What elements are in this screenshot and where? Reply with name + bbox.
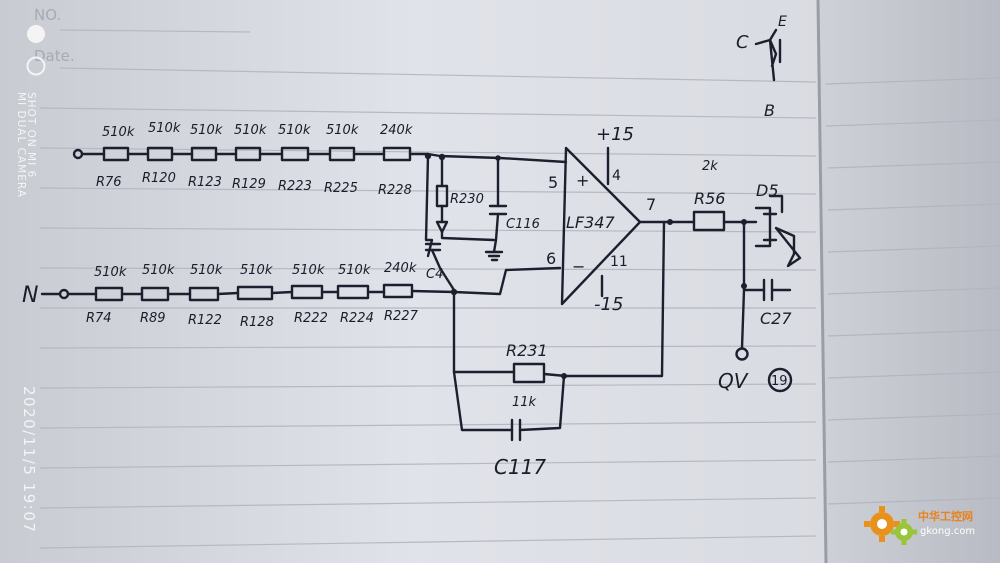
top-name-5: R223 [278, 179, 312, 194]
header-no: NO. [34, 6, 61, 24]
bottom-value-2: 510k [142, 263, 175, 278]
transistor-b-label: B [764, 101, 775, 120]
c116-label: C116 [506, 217, 540, 232]
opamp-supply-pos: +15 [596, 124, 634, 145]
opamp-plus-sign: + [576, 171, 589, 190]
top-name-7: R228 [378, 183, 412, 198]
top-resistor-names: R76 R120 R123 R129 R223 R225 R228 [96, 171, 412, 198]
bottom-resistor-names: R74 R89 R122 R128 R222 R224 R227 [86, 309, 419, 330]
opamp-pin-plus: 5 [548, 173, 558, 192]
c4-label: C4 [426, 267, 443, 282]
bottom-value-3: 510k [190, 263, 223, 278]
bottom-value-6: 510k [338, 263, 371, 278]
r231-value: 11k [512, 395, 537, 410]
qv-output-label: QV [718, 369, 749, 393]
top-resistor-values: 510k 510k 510k 510k 510k 510k 240k [102, 121, 413, 140]
r231-label: R231 [506, 341, 548, 360]
r230-label: R230 [450, 192, 484, 207]
r56-value: 2k [702, 159, 718, 174]
camera-line-2: MI DUAL CAMERA [15, 92, 27, 198]
bottom-name-5: R222 [294, 311, 328, 326]
top-value-1: 510k [102, 125, 135, 140]
circuit-schematic: 510k 510k 510k 510k 510k 510k 240k R76 R… [22, 14, 802, 479]
bottom-value-5: 510k [292, 263, 325, 278]
bottom-name-3: R122 [188, 313, 222, 328]
logo-cn-text: 中华工控网 [918, 509, 973, 523]
bottom-value-4: 510k [240, 263, 273, 278]
c27-label: C27 [760, 309, 792, 328]
opamp-pin-out: 7 [646, 195, 656, 214]
top-value-6: 510k [326, 123, 359, 138]
camera-watermark: SHOT ON MI 6 MI DUAL CAMERA 2020/11/5 19… [15, 25, 46, 533]
r56-label: R56 [694, 189, 725, 208]
opamp-pin-vee: 11 [610, 254, 628, 270]
opamp-supply-neg: -15 [594, 294, 623, 315]
opamp-name: LF347 [566, 213, 615, 232]
opamp-minus-sign: − [572, 257, 585, 276]
camera-line-1: SHOT ON MI 6 [25, 92, 37, 178]
transistor-e-label: E [778, 14, 787, 30]
logo-domain: gkong.com [920, 526, 975, 537]
opamp-symbol [560, 146, 642, 306]
header-date: Date. [34, 47, 75, 65]
c117-label: C117 [494, 455, 546, 479]
bottom-resistor-chain [94, 266, 562, 302]
bottom-resistor-values: 510k 510k 510k 510k 510k 510k 240k [94, 261, 417, 280]
top-name-1: R76 [96, 175, 122, 190]
bottom-value-1: 510k [94, 265, 127, 280]
bottom-name-2: R89 [140, 311, 166, 326]
bottom-input-label: N [22, 283, 38, 308]
bottom-value-7: 240k [384, 261, 417, 276]
top-name-2: R120 [142, 171, 176, 186]
top-value-7: 240k [380, 123, 413, 138]
photo-datetime: 2020/11/5 19:07 [20, 386, 38, 533]
top-value-4: 510k [234, 123, 267, 138]
dual-camera-dot-filled [27, 25, 45, 43]
gear-icon [864, 506, 917, 545]
bottom-name-6: R224 [340, 311, 374, 326]
bottom-name-1: R74 [86, 311, 112, 326]
dual-camera-dot-hollow [26, 56, 46, 76]
top-value-3: 510k [190, 123, 223, 138]
bottom-name-7: R227 [384, 309, 419, 324]
gkong-logo: 中华工控网 gkong.com [864, 506, 975, 545]
top-name-4: R129 [232, 177, 266, 192]
transistor-c-label: C [736, 32, 749, 53]
bottom-name-4: R128 [240, 315, 274, 330]
qv-output-terminal [735, 347, 749, 361]
top-name-6: R225 [324, 181, 358, 196]
top-value-2: 510k [148, 121, 181, 136]
top-name-3: R123 [188, 175, 222, 190]
notebook-right-page [818, 0, 1000, 563]
top-value-5: 510k [278, 123, 311, 138]
qv-output-pin: 19 [771, 374, 788, 389]
notebook-page [0, 0, 830, 563]
opamp-pin-vcc: 4 [612, 168, 621, 184]
opamp-pin-minus: 6 [546, 249, 556, 268]
